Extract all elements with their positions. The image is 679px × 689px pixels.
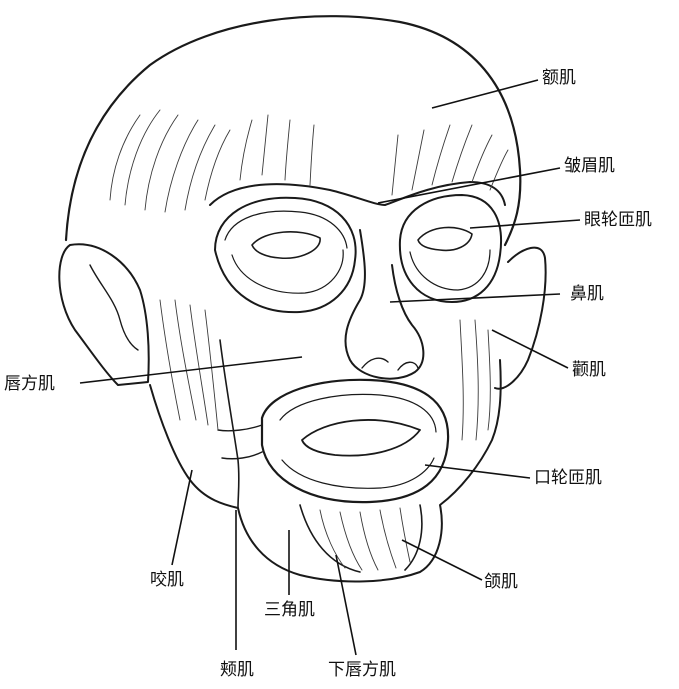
mouth-muscle [262,380,448,502]
label-mentalis: 颌肌 [484,572,518,592]
label-nasalis: 鼻肌 [570,284,604,304]
label-quadratus-labii-inferioris: 下唇方肌 [328,660,396,680]
label-buccinator: 颊肌 [220,660,254,680]
cheek-hatching [160,300,490,440]
nose [345,230,423,379]
skull-outline [66,16,520,245]
leader-frontalis [432,80,538,108]
leader-orbicularis-oris [425,465,530,478]
label-triangularis: 三角肌 [264,600,315,620]
right-eye-orbit [400,195,501,302]
leader-quadratus-labii-superioris [80,357,302,383]
label-corrugator: 皱眉肌 [564,156,615,176]
chin-hatching [320,508,410,570]
jaw-outline [150,360,501,581]
leader-zygomaticus [492,330,568,368]
label-masseter: 咬肌 [150,570,184,590]
leader-corrugator [378,168,560,203]
label-frontalis: 额肌 [542,68,576,88]
label-orbicularis-oris: 口轮匝肌 [534,468,602,488]
leader-orbicularis-oculi [470,220,580,228]
right-ear [495,248,546,389]
left-ear [59,244,148,385]
label-zygomaticus: 颧肌 [572,360,606,380]
label-orbicularis-oculi: 眼轮匝肌 [584,210,652,230]
left-eye-orbit [215,198,356,312]
leader-masseter [172,470,192,565]
leader-nasalis [390,294,560,302]
label-quadratus-labii-superioris: 唇方肌 [4,374,55,394]
